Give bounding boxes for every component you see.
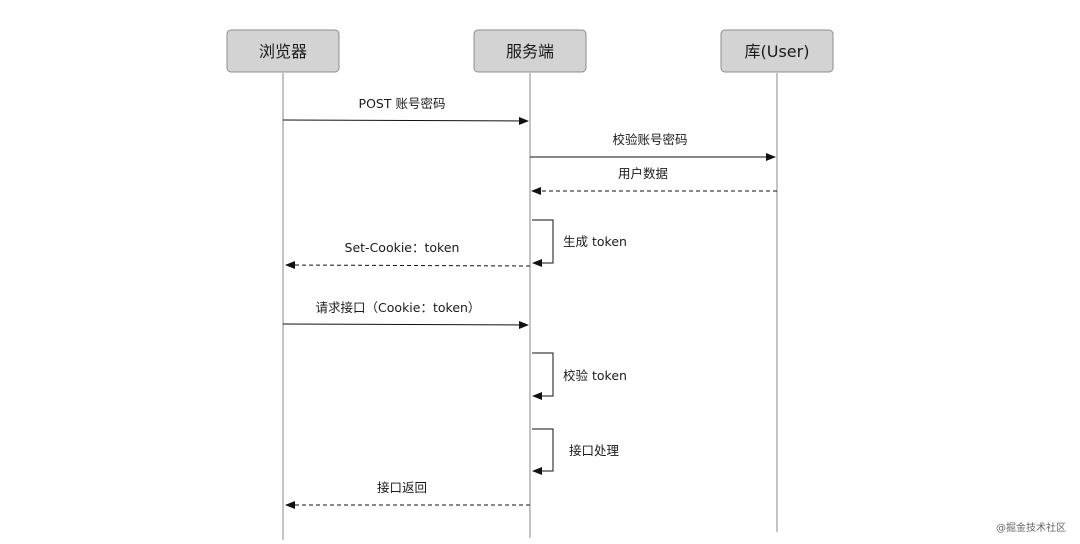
message-label: 校验账号密码 xyxy=(612,132,687,147)
message-api-response: 接口返回 xyxy=(285,480,530,509)
message-label: 用户数据 xyxy=(618,166,668,181)
self-call-arrow xyxy=(532,428,554,475)
message-request-api: 请求接口（Cookie：token） xyxy=(282,300,529,329)
message-label: 接口处理 xyxy=(569,443,620,458)
actor-db: 库(User) xyxy=(720,29,834,73)
self-call-arrow xyxy=(532,352,554,400)
actor-server: 服务端 xyxy=(473,29,587,73)
message-user-data: 用户数据 xyxy=(531,166,777,195)
actor-server-label: 服务端 xyxy=(506,42,554,61)
message-post-credentials: POST 账号密码 xyxy=(282,96,529,125)
message-label: 请求接口（Cookie：token） xyxy=(316,300,481,315)
self-call-generate-token: 生成 token xyxy=(532,219,627,267)
message-label: POST 账号密码 xyxy=(359,96,446,111)
message-label: 校验 token xyxy=(563,368,627,383)
self-call-process-api: 接口处理 xyxy=(532,428,620,475)
message-verify-credentials: 校验账号密码 xyxy=(530,132,776,161)
message-arrow xyxy=(285,261,531,270)
self-call-verify-token: 校验 token xyxy=(532,352,627,400)
message-arrow xyxy=(282,320,529,329)
message-label: Set-Cookie：token xyxy=(345,240,460,255)
actor-browser: 浏览器 xyxy=(226,29,340,73)
self-call-arrow xyxy=(532,219,554,267)
actor-db-label: 库(User) xyxy=(745,42,810,61)
message-label: 生成 token xyxy=(563,234,627,249)
watermark: @掘金技术社区 xyxy=(996,523,1066,534)
message-arrow xyxy=(282,116,529,125)
message-set-cookie: Set-Cookie：token xyxy=(285,240,531,270)
actor-browser-label: 浏览器 xyxy=(259,42,307,61)
message-label: 接口返回 xyxy=(377,480,427,495)
